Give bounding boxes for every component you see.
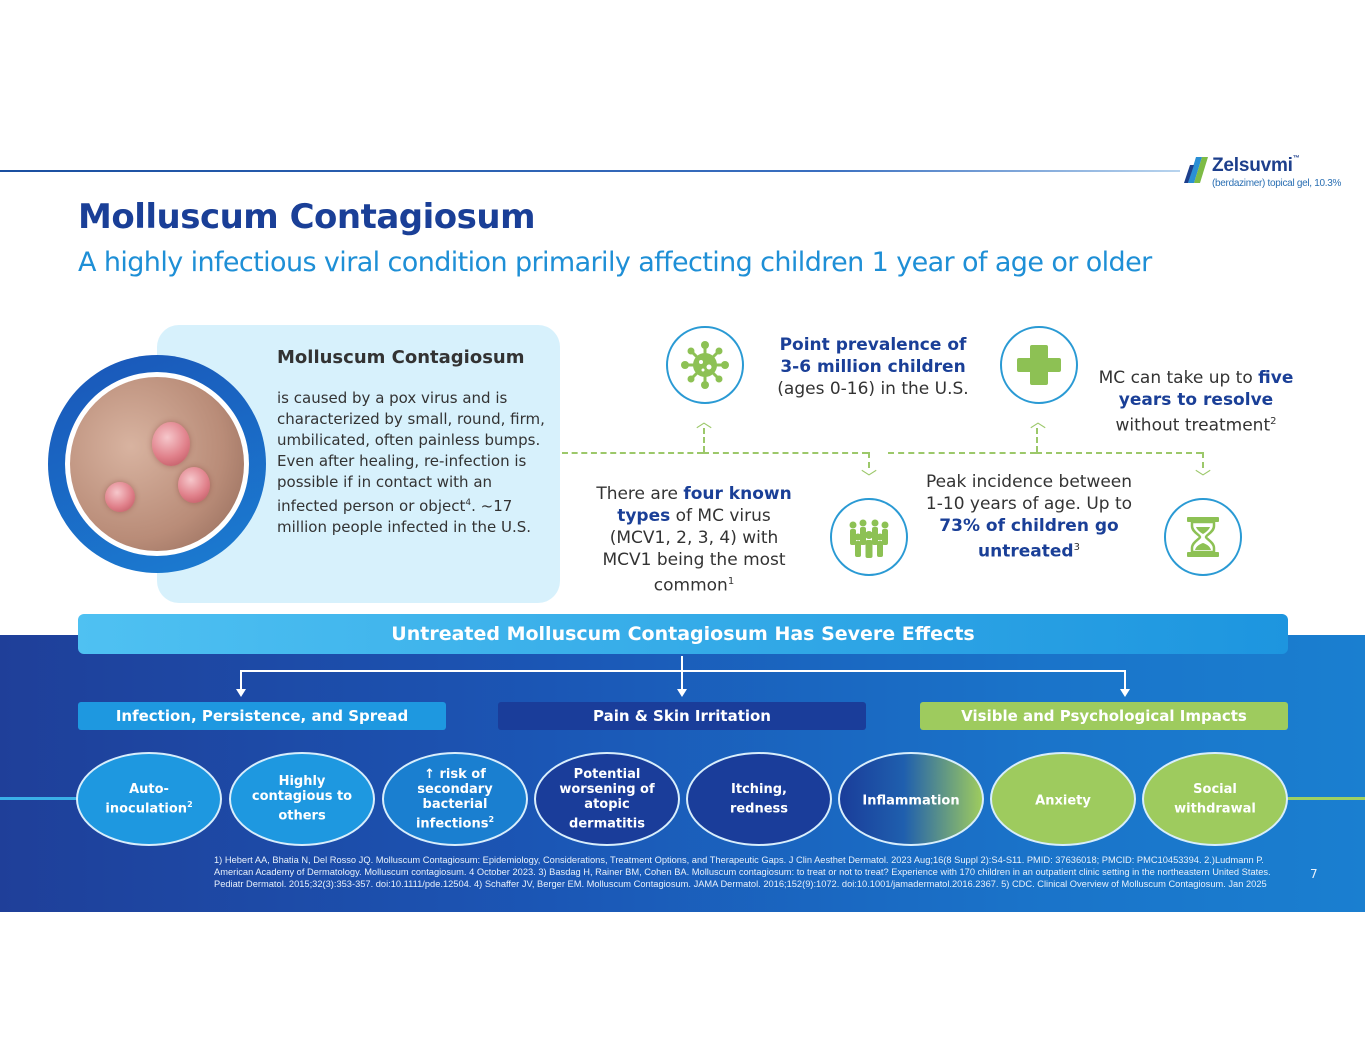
chevron-up-icon: ︿ xyxy=(1029,412,1046,431)
virus-icon xyxy=(666,326,744,404)
info-card-body: is caused by a pox virus and is characte… xyxy=(277,389,545,536)
effect-auto-inoculation: Auto-inoculation2 xyxy=(76,752,222,846)
effects-header-bar: Untreated Molluscum Contagiosum Has Seve… xyxy=(78,614,1288,654)
connector-line xyxy=(562,452,703,454)
chevron-down-icon: ﹀ xyxy=(1194,468,1211,487)
hourglass-icon xyxy=(1164,498,1242,576)
category-infection: Infection, Persistence, and Spread xyxy=(78,702,446,730)
chevron-up-icon: ︿ xyxy=(695,412,712,431)
zelsuvmi-mark-icon xyxy=(1184,157,1208,183)
effect-itching-redness: Itching, redness xyxy=(686,752,832,846)
skin-photo-frame xyxy=(48,355,266,573)
effect-highly-contagious: Highly contagious to others xyxy=(229,752,375,846)
effects-title: Untreated Molluscum Contagiosum Has Seve… xyxy=(391,623,975,645)
decorative-line xyxy=(1285,797,1365,800)
stat-prevalence: Point prevalence of 3-6 million children… xyxy=(777,335,969,399)
medical-cross-icon xyxy=(1000,326,1078,404)
effect-secondary-infections: ↑ risk of secondary bacterial infections… xyxy=(382,752,528,846)
tree-connector xyxy=(681,656,683,670)
chevron-down-icon: ﹀ xyxy=(860,468,877,487)
logo-name: Zelsuvmi™ xyxy=(1212,155,1300,176)
connector-line xyxy=(1036,428,1038,452)
stat-virus-types: There are four known types of MC virus (… xyxy=(596,484,792,596)
page-title: Molluscum Contagiosum xyxy=(78,197,536,237)
connector-line xyxy=(703,452,868,454)
page-number: 7 xyxy=(1310,867,1318,881)
effect-social-withdrawal: Social withdrawal xyxy=(1142,752,1288,846)
tree-connector xyxy=(240,670,1126,672)
tree-connector xyxy=(1124,670,1126,690)
connector-line xyxy=(703,428,705,452)
logo-subtitle: (berdazimer) topical gel, 10.3% xyxy=(1212,178,1342,189)
stat-resolution-time: MC can take up to five years to resolve … xyxy=(1098,368,1294,436)
page-subtitle: A highly infectious viral condition prim… xyxy=(78,247,1152,278)
arrow-down-icon xyxy=(236,689,246,697)
decorative-line xyxy=(0,797,80,800)
crowd-icon xyxy=(830,498,908,576)
connector-line xyxy=(1036,452,1202,454)
references: 1) Hebert AA, Bhatia N, Del Rosso JQ. Mo… xyxy=(214,855,1271,889)
category-visible: Visible and Psychological Impacts xyxy=(920,702,1288,730)
arrow-down-icon xyxy=(1120,689,1130,697)
arrow-down-icon xyxy=(677,689,687,697)
connector-line xyxy=(1202,452,1204,468)
tree-connector xyxy=(681,670,683,690)
effect-atopic-dermatitis: Potential worsening of atopic dermatitis xyxy=(534,752,680,846)
zelsuvmi-logo: Zelsuvmi™ (berdazimer) topical gel, 10.3… xyxy=(1184,155,1344,195)
category-pain: Pain & Skin Irritation xyxy=(498,702,866,730)
tree-connector xyxy=(240,670,242,690)
effect-inflammation: Inflammation xyxy=(838,752,984,846)
info-card-heading: Molluscum Contagiosum xyxy=(277,347,525,368)
molluscum-skin-photo xyxy=(70,377,244,551)
connector-line xyxy=(888,452,1036,454)
effect-anxiety: Anxiety xyxy=(990,752,1136,846)
connector-line xyxy=(868,452,870,468)
stat-peak-incidence: Peak incidence between 1-10 years of age… xyxy=(925,472,1133,562)
header-rule xyxy=(0,170,1180,172)
